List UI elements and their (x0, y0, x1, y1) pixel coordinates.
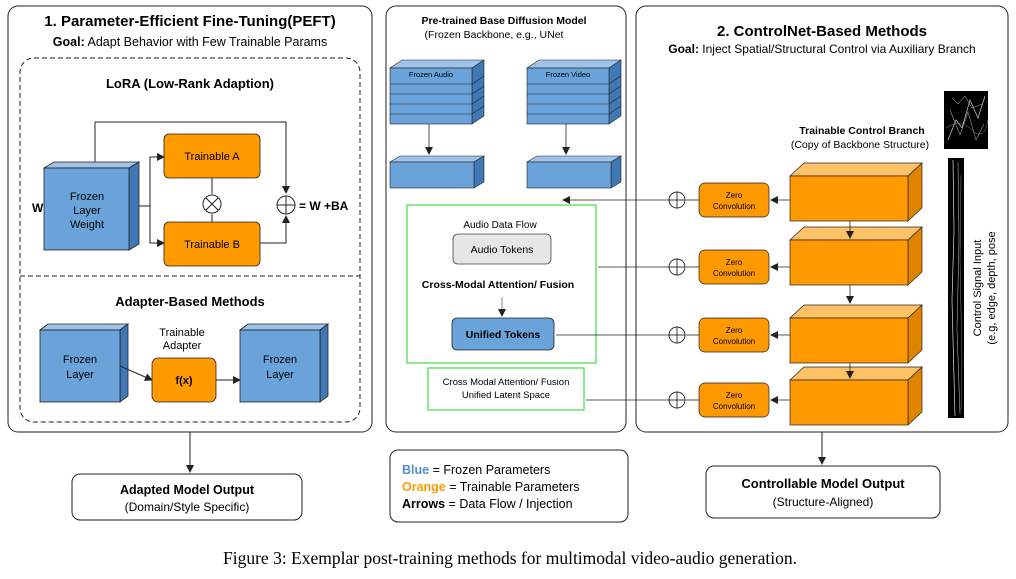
svg-text:Frozen Video: Frozen Video (546, 70, 590, 79)
lora-trainable-a-label: Trainable A (184, 151, 240, 163)
base-title: Pre-trained Base Diffusion Model (421, 15, 586, 27)
adapter-title: Adapter-Based Methods (115, 294, 265, 309)
latent-line2: Unified Latent Space (462, 390, 550, 401)
adapted-output-box (71, 473, 303, 521)
lora-title: LoRA (Low-Rank Adaption) (106, 76, 274, 91)
control-block-4 (789, 366, 923, 426)
adapter-frozen-right: Frozen Layer (238, 323, 330, 403)
edge-map-image (944, 91, 989, 149)
add-icon-2 (668, 258, 699, 276)
svg-text:Zero: Zero (726, 326, 743, 335)
svg-text:Convolution: Convolution (713, 337, 755, 346)
svg-text:Convolution: Convolution (713, 402, 755, 411)
adapted-output-sub: (Domain/Style Specific) (125, 500, 250, 514)
svg-text:Layer: Layer (73, 205, 101, 217)
base-panel: Pre-trained Base Diffusion Model (Frozen… (385, 5, 627, 433)
lora-trainable-b-label: Trainable B (184, 239, 240, 251)
svg-text:Zero: Zero (726, 391, 743, 400)
svg-text:Layer: Layer (66, 369, 94, 381)
legend-blue: Blue = Frozen Parameters (402, 463, 550, 477)
svg-text:Zero: Zero (726, 258, 743, 267)
control-block-1 (789, 162, 923, 222)
frozen-video-stack: Frozen Video (526, 59, 622, 125)
audio-tokens-box (452, 233, 552, 265)
svg-text:Zero: Zero (726, 191, 743, 200)
zero-conv-3: Zero Convolution (698, 317, 790, 353)
control-block-2 (789, 226, 923, 286)
frozen-audio-stack: Frozen Audio (389, 59, 485, 125)
legend: Blue = Frozen Parameters Orange = Traina… (389, 449, 629, 523)
adapter-label-2: Adapter (163, 340, 202, 352)
base-subtitle: (Frozen Backbone, e.g., UNet (425, 29, 564, 41)
audio-flow-label: Audio Data Flow (463, 220, 537, 231)
svg-text:Frozen Audio: Frozen Audio (409, 70, 453, 79)
branch-title: Trainable Control Branch (799, 125, 924, 137)
svg-text:Convolution: Convolution (713, 269, 755, 278)
control-block-3 (789, 304, 923, 364)
unified-tokens-label: Unified Tokens (466, 329, 541, 341)
figure-caption: Figure 3: Exemplar post-training methods… (223, 548, 797, 568)
control-signal-strip (948, 158, 964, 418)
svg-text:Frozen: Frozen (63, 354, 97, 366)
peft-title: 1. Parameter-Efficient Fine-Tuning(PEFT) (44, 13, 335, 30)
unified-tokens-box (451, 317, 555, 351)
controlnet-goal: Goal: Inject Spatial/Structural Control … (668, 42, 975, 56)
legend-arrows: Arrows = Data Flow / Injection (402, 497, 573, 511)
adapter-frozen-left: Frozen Layer (38, 323, 130, 403)
controllable-output-sub: (Structure-Aligned) (773, 495, 874, 509)
zero-conv-2: Zero Convolution (698, 249, 790, 285)
signal-label-1: Control Signal Input (972, 240, 984, 337)
multiply-icon (202, 194, 222, 214)
lora-result: = W +BA (299, 199, 349, 213)
controlnet-title: 2. ControlNet-Based Methods (717, 23, 927, 40)
adapter-fx-label: f(x) (175, 375, 192, 387)
audio-latent-block (388, 155, 486, 189)
audio-tokens-label: Audio Tokens (471, 244, 534, 256)
svg-text:Weight: Weight (70, 219, 104, 231)
lora-input-label: W (32, 201, 44, 215)
latent-line1: Cross Modal Attention/ Fusion (443, 377, 570, 388)
add-icon (276, 195, 296, 215)
lora-frozen-layer: Frozen Layer Weight (42, 161, 141, 251)
latent-space-box (427, 367, 585, 411)
signal-label-2: (e.g, edge, depth, pose (986, 231, 998, 344)
add-icon-3 (668, 326, 699, 344)
svg-text:Convolution: Convolution (713, 202, 755, 211)
peft-goal: Goal: Adapt Behavior with Few Trainable … (53, 35, 327, 49)
zero-conv-1: Zero Convolution (698, 182, 790, 218)
controlnet-panel: 2. ControlNet-Based Methods Goal: Inject… (635, 5, 1009, 433)
controllable-output-title: Controllable Model Output (741, 476, 905, 491)
video-latent-block (525, 155, 623, 189)
svg-text:Frozen: Frozen (263, 354, 297, 366)
legend-orange: Orange = Trainable Parameters (402, 480, 580, 494)
svg-text:Frozen: Frozen (70, 191, 104, 203)
peft-inner-dashed-box (19, 57, 361, 423)
branch-sub: (Copy of Backbone Structure) (791, 139, 929, 151)
adapted-output-title: Adapted Model Output (120, 483, 255, 497)
svg-text:Layer: Layer (266, 369, 294, 381)
controllable-output-box (705, 465, 941, 519)
adapter-label: Trainable (159, 327, 204, 339)
cross-modal-label: Cross-Modal Attention/ Fusion (422, 279, 574, 291)
peft-panel: 1. Parameter-Efficient Fine-Tuning(PEFT)… (7, 5, 373, 433)
legend-box (389, 449, 629, 523)
